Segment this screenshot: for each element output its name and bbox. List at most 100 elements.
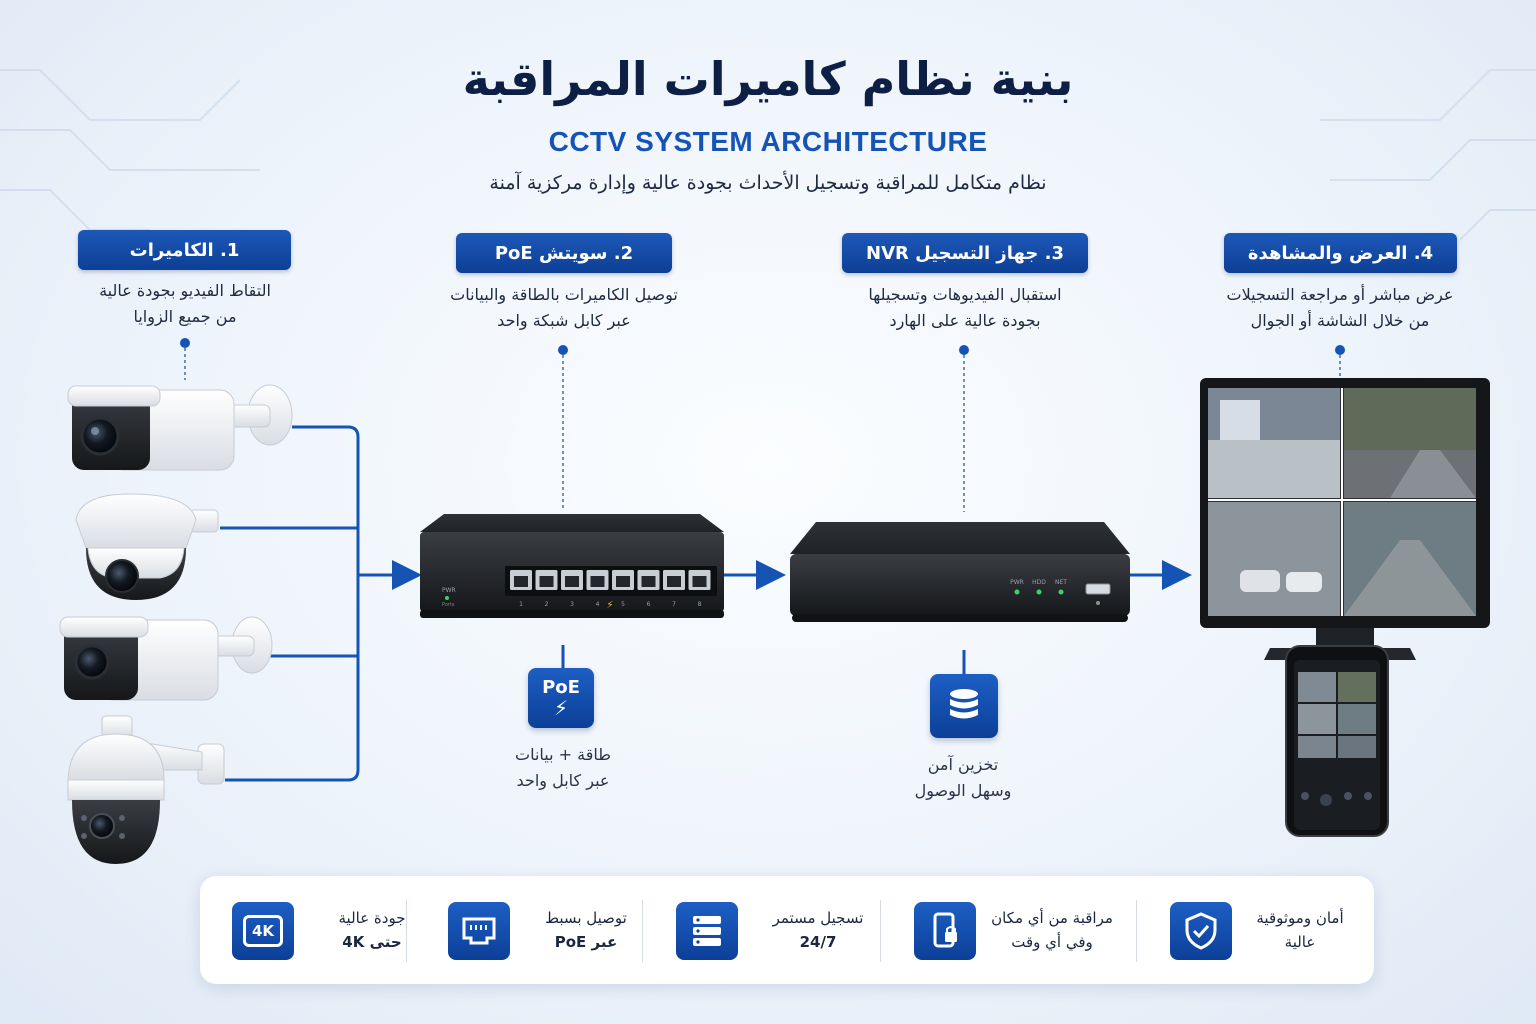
page-title: بنية نظام كاميرات المراقبة: [462, 52, 1074, 106]
feature-poe: توصيل بسبط عبر PoE: [434, 876, 668, 984]
nvr-status-led: [1014, 589, 1020, 595]
4k-icon-label: 4K: [243, 915, 283, 947]
ptz-camera: [67, 715, 225, 864]
step-desc-line: عرض مباشر أو مراجعة التسجيلات: [1226, 285, 1454, 304]
feature-text: توصيل بسبط عبر PoE: [526, 906, 646, 954]
dome-camera: [75, 493, 219, 600]
feature-divider: [406, 900, 407, 962]
features-bar: 4K جودة عالية حتى 4K توصيل بسبط عبر PoE: [200, 876, 1374, 984]
svg-text:⚡: ⚡: [606, 600, 613, 611]
poe-note-line: طاقة + بيانات: [515, 745, 611, 764]
feature-line: عبر PoE: [554, 933, 618, 951]
shield-check-icon: [1170, 902, 1232, 960]
port-number: 1: [519, 601, 523, 608]
step-desc-line: التقاط الفيديو بجودة عالية: [99, 281, 271, 300]
feature-line: تسجيل مستمر: [772, 909, 864, 927]
nvr-status-led: [1058, 589, 1064, 595]
feature-divider: [880, 900, 881, 962]
monitor: [1200, 378, 1490, 660]
port-number: 5: [621, 601, 625, 608]
feature-remote: مراقبة من أي مكان وفي أي وقت: [906, 876, 1140, 984]
ethernet-port-socket: [616, 576, 630, 587]
feature-divider: [642, 900, 643, 962]
nvr-led-label: PWR: [1010, 579, 1024, 586]
bullet-camera: [59, 616, 273, 701]
step-badge-cameras: 1. الكاميرات: [78, 230, 291, 270]
poe-switch: PWR Ports 1 2 3 4 5 6 7 8 ⚡: [420, 514, 724, 618]
mobile-lock-icon: [914, 902, 976, 960]
camera-feed-parking: [1208, 502, 1340, 616]
pointer-line-cameras: [180, 338, 190, 380]
camera-bus-connector: [220, 425, 360, 782]
port-number: 2: [545, 601, 549, 608]
step-badge-nvr: 3. جهاز التسجيل NVR: [842, 233, 1088, 273]
feature-line: توصيل بسبط: [545, 909, 627, 927]
nvr-led-label: HDD: [1032, 579, 1046, 586]
ethernet-port-socket: [590, 576, 605, 587]
4k-icon: 4K: [232, 902, 294, 960]
feature-line: حتى 4K: [342, 933, 402, 951]
nvr-recorder: PWR HDD NET: [790, 522, 1130, 622]
port-number: 6: [647, 601, 651, 608]
port-number: 8: [698, 601, 702, 608]
step-desc-line: بجودة عالية على الهارد: [889, 311, 1041, 330]
ethernet-port-socket: [565, 576, 579, 587]
step-desc-nvr: استقبال الفيديوهات وتسجيلها بجودة عالية …: [810, 282, 1120, 334]
poe-note: طاقة + بيانات عبر كابل واحد: [470, 742, 656, 794]
ethernet-port-socket: [514, 576, 528, 587]
feature-line: أمان وموثوقية: [1256, 909, 1344, 927]
ethernet-port-socket: [667, 576, 681, 587]
feature-line: وفي أي وقت: [1011, 933, 1093, 951]
page-subtitle: CCTV SYSTEM ARCHITECTURE: [548, 126, 988, 157]
feature-text: أمان وموثوقية عالية: [1240, 906, 1360, 954]
poe-icon: PoE ⚡: [528, 668, 594, 728]
step-desc-line: من جميع الزوايا: [133, 307, 237, 326]
port-number: 3: [570, 601, 574, 608]
pointer-line-switch: [558, 345, 568, 508]
storage-note: تخزين آمن وسهل الوصول: [870, 752, 1056, 804]
step-desc-viewing: عرض مباشر أو مراجعة التسجيلات من خلال ال…: [1190, 282, 1490, 334]
bullet-camera: [67, 384, 293, 471]
ethernet-port-socket: [641, 576, 656, 587]
feature-4k: 4K جودة عالية حتى 4K: [200, 876, 434, 984]
storage-note-line: تخزين آمن: [927, 755, 999, 774]
pointer-line-nvr: [959, 345, 969, 512]
switch-led-label: Ports: [442, 602, 455, 608]
ethernet-port-icon: [448, 902, 510, 960]
feature-text: جودة عالية حتى 4K: [312, 906, 432, 954]
nvr-led-label: NET: [1055, 579, 1067, 586]
feature-line: مراقبة من أي مكان: [991, 909, 1113, 927]
port-number: 7: [672, 601, 676, 608]
feature-text: تسجيل مستمر 24/7: [758, 906, 878, 954]
smartphone: [1285, 645, 1389, 837]
feature-security: أمان وموثوقية عالية: [1140, 876, 1374, 984]
step-desc-switch: توصيل الكاميرات بالطاقة والبيانات عبر كا…: [404, 282, 724, 334]
step-desc-line: استقبال الفيديوهات وتسجيلها: [868, 285, 1062, 304]
step-badge-poe-switch: 2. سويتش PoE: [456, 233, 672, 273]
feature-line: عالية: [1284, 933, 1316, 951]
step-desc-line: توصيل الكاميرات بالطاقة والبيانات: [450, 285, 678, 304]
switch-led-label: PWR: [442, 587, 456, 594]
ethernet-port-socket: [692, 576, 707, 587]
port-number: 4: [596, 601, 600, 608]
step-desc-cameras: التقاط الفيديو بجودة عالية من جميع الزوا…: [40, 278, 330, 330]
step-desc-line: من خلال الشاشة أو الجوال: [1250, 311, 1430, 330]
database-icon: [930, 674, 998, 738]
nvr-status-led: [1036, 589, 1042, 595]
pointer-line-viewing: [1335, 345, 1345, 382]
feature-recording: تسجيل مستمر 24/7: [670, 876, 904, 984]
page-tagline: نظام متكامل للمراقبة وتسجيل الأحداث بجود…: [489, 172, 1047, 194]
feature-text: مراقبة من أي مكان وفي أي وقت: [982, 906, 1122, 954]
poe-note-line: عبر كابل واحد: [516, 771, 610, 790]
lightning-icon: ⚡: [553, 696, 569, 720]
poe-icon-label: PoE: [542, 677, 580, 698]
server-icon: [676, 902, 738, 960]
feature-line: 24/7: [799, 933, 837, 951]
step-desc-line: عبر كابل شبكة واحد: [497, 311, 631, 330]
feature-line: جودة عالية: [338, 909, 406, 927]
feature-divider: [1136, 900, 1137, 962]
storage-note-line: وسهل الوصول: [914, 781, 1012, 800]
step-badge-viewing: 4. العرض والمشاهدة: [1224, 233, 1457, 273]
